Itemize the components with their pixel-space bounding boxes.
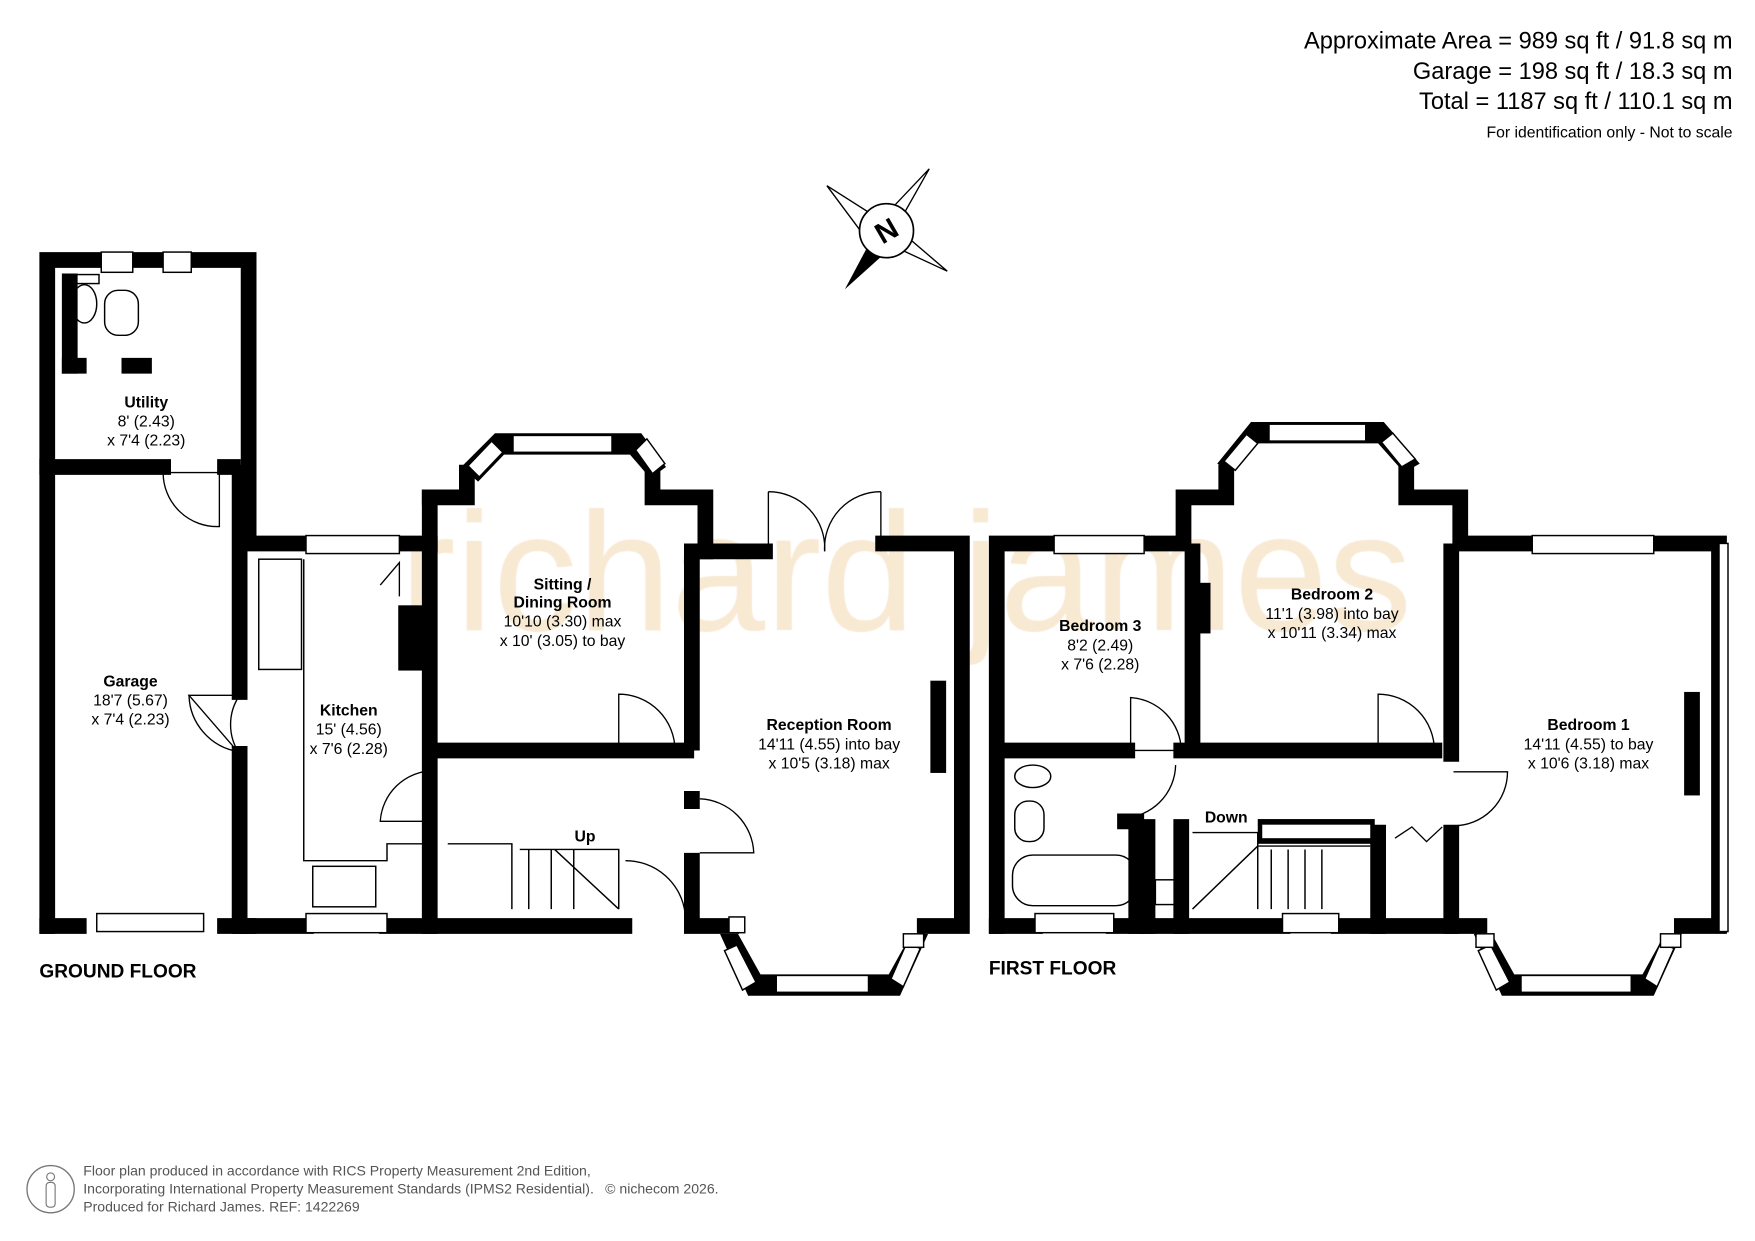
- svg-text:Bedroom 1: Bedroom 1: [1547, 717, 1630, 734]
- first-floor-fixtures: [1011, 764, 1371, 910]
- svg-text:18'7 (5.67): 18'7 (5.67): [93, 692, 168, 709]
- svg-text:x 7'6 (2.28): x 7'6 (2.28): [1061, 656, 1139, 673]
- svg-text:Dining Room: Dining Room: [514, 595, 612, 612]
- svg-text:x 10' (3.05) to bay: x 10' (3.05) to bay: [500, 633, 626, 650]
- bedroom1-bay-window: [1473, 933, 1682, 996]
- toilet-icon: [1014, 764, 1052, 789]
- svg-text:x 7'4 (2.23): x 7'4 (2.23): [107, 433, 185, 450]
- total-area: Total = 1187 sq ft / 110.1 sq m: [1419, 89, 1732, 115]
- bedroom3-window: [1053, 534, 1145, 555]
- stairs-up-label: Up: [575, 829, 596, 846]
- utility-window: [162, 251, 192, 274]
- svg-text:Bedroom 2: Bedroom 2: [1291, 587, 1374, 604]
- footer-copyright: © nichecom 2026.: [605, 1181, 718, 1197]
- first-floor-doors: [1121, 693, 1509, 843]
- room-bedroom-1: Bedroom 1 14'11 (4.55) to bay x 10'6 (3.…: [1524, 717, 1654, 772]
- bedroom1-window: [1531, 534, 1655, 555]
- bath-icon: [1011, 854, 1137, 907]
- sink-icon: [103, 289, 140, 337]
- room-sitting-dining: Sitting / Dining Room 10'10 (3.30) max x…: [500, 577, 626, 650]
- person-icon: [26, 1164, 75, 1214]
- svg-text:10'10 (3.30) max: 10'10 (3.30) max: [504, 614, 622, 631]
- disclaimer: For identification only - Not to scale: [1487, 124, 1733, 141]
- svg-text:8' (2.43): 8' (2.43): [118, 413, 175, 430]
- utility-window: [100, 251, 134, 274]
- svg-text:x 7'6 (2.28): x 7'6 (2.28): [310, 741, 388, 758]
- svg-text:Utility: Utility: [124, 394, 168, 411]
- svg-text:Reception Room: Reception Room: [767, 717, 892, 734]
- ground-floor-fixtures: [69, 273, 620, 910]
- kitchen-sink-icon: [312, 865, 377, 908]
- footer-line-3: Produced for Richard James. REF: 1422269: [83, 1199, 360, 1215]
- reception-bay-window: [720, 916, 929, 996]
- svg-text:x 10'5 (3.18) max: x 10'5 (3.18) max: [769, 755, 890, 772]
- svg-text:15' (4.56): 15' (4.56): [316, 722, 382, 739]
- landing-window: [1281, 912, 1340, 934]
- svg-text:11'1 (3.98) into bay: 11'1 (3.98) into bay: [1265, 606, 1398, 623]
- bathroom-window: [1034, 912, 1115, 934]
- svg-text:8'2 (2.49): 8'2 (2.49): [1067, 637, 1133, 654]
- svg-text:Sitting /: Sitting /: [534, 577, 592, 594]
- toilet-icon: [71, 283, 98, 324]
- ground-floor-walls: [39, 252, 970, 934]
- svg-text:Garage: Garage: [103, 673, 158, 690]
- room-bedroom-2: Bedroom 2 11'1 (3.98) into bay x 10'11 (…: [1265, 587, 1398, 642]
- room-reception: Reception Room 14'11 (4.55) into bay x 1…: [758, 717, 900, 772]
- compass-icon: N: [826, 168, 948, 290]
- kitchen-window: [305, 912, 388, 934]
- svg-text:Kitchen: Kitchen: [320, 703, 378, 720]
- garage-door: [96, 912, 205, 933]
- svg-text:14'11 (4.55) into bay: 14'11 (4.55) into bay: [758, 736, 900, 753]
- room-kitchen: Kitchen 15' (4.56) x 7'6 (2.28): [310, 703, 388, 758]
- room-utility: Utility 8' (2.43) x 7'4 (2.23): [107, 394, 185, 449]
- stairs-down-label: Down: [1205, 809, 1248, 826]
- svg-text:14'11 (4.55) to bay: 14'11 (4.55) to bay: [1524, 736, 1654, 753]
- side-window: [1718, 542, 1729, 933]
- footer-line-2: Incorporating International Property Mea…: [83, 1181, 594, 1197]
- ground-floor-label: GROUND FLOOR: [39, 962, 196, 983]
- approx-area: Approximate Area = 989 sq ft / 91.8 sq m: [1304, 28, 1733, 54]
- garage-area: Garage = 198 sq ft / 18.3 sq m: [1413, 59, 1733, 85]
- sitting-room-bay-window: [461, 433, 666, 482]
- kitchen-window: [305, 534, 401, 555]
- basin-icon: [1014, 800, 1045, 843]
- room-garage: Garage 18'7 (5.67) x 7'4 (2.23): [91, 673, 169, 728]
- svg-text:x 10'6 (3.18) max: x 10'6 (3.18) max: [1528, 755, 1649, 772]
- svg-text:Bedroom 3: Bedroom 3: [1059, 618, 1142, 635]
- footer-line-1: Floor plan produced in accordance with R…: [83, 1163, 591, 1179]
- ground-floor-doors: [162, 471, 882, 914]
- bedroom2-bay-window: [1217, 421, 1420, 473]
- footer-line-2-row: Incorporating International Property Mea…: [83, 1181, 718, 1197]
- svg-text:x 7'4 (2.23): x 7'4 (2.23): [91, 712, 169, 729]
- room-bedroom-3: Bedroom 3 8'2 (2.49) x 7'6 (2.28): [1059, 618, 1142, 673]
- first-floor-label: FIRST FLOOR: [989, 958, 1117, 979]
- svg-text:x 10'11 (3.34) max: x 10'11 (3.34) max: [1268, 625, 1397, 642]
